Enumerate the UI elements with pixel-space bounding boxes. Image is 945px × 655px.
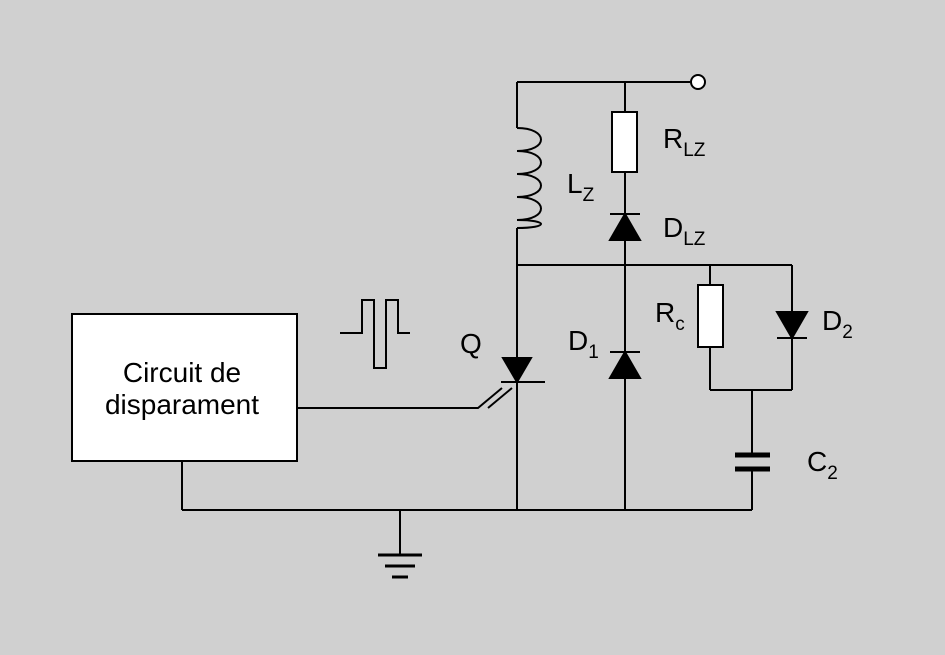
block-label-line1: Circuit de bbox=[123, 357, 241, 388]
resistor-rlz bbox=[611, 111, 638, 173]
label-c2: C2 bbox=[807, 446, 838, 484]
diode-d2 bbox=[775, 311, 809, 341]
label-q: Q bbox=[460, 328, 482, 359]
block-label-line2: disparament bbox=[105, 389, 259, 420]
label-d2: D2 bbox=[822, 305, 853, 343]
label-rlz: RLZ bbox=[663, 123, 706, 161]
trigger-circuit-block bbox=[71, 313, 298, 462]
label-rc: Rc bbox=[655, 297, 685, 335]
thyristor-q bbox=[501, 357, 533, 384]
gate-wire bbox=[298, 387, 503, 409]
output-terminal bbox=[690, 74, 706, 90]
inductor-lz-coil bbox=[516, 127, 542, 229]
label-dlz: DLZ bbox=[663, 212, 706, 250]
gate-wire-tail bbox=[487, 387, 513, 409]
pulse-waveform-icon bbox=[340, 299, 410, 369]
label-d1: D1 bbox=[568, 325, 599, 363]
resistor-rc bbox=[697, 284, 724, 348]
label-lz: LZ bbox=[567, 168, 595, 206]
